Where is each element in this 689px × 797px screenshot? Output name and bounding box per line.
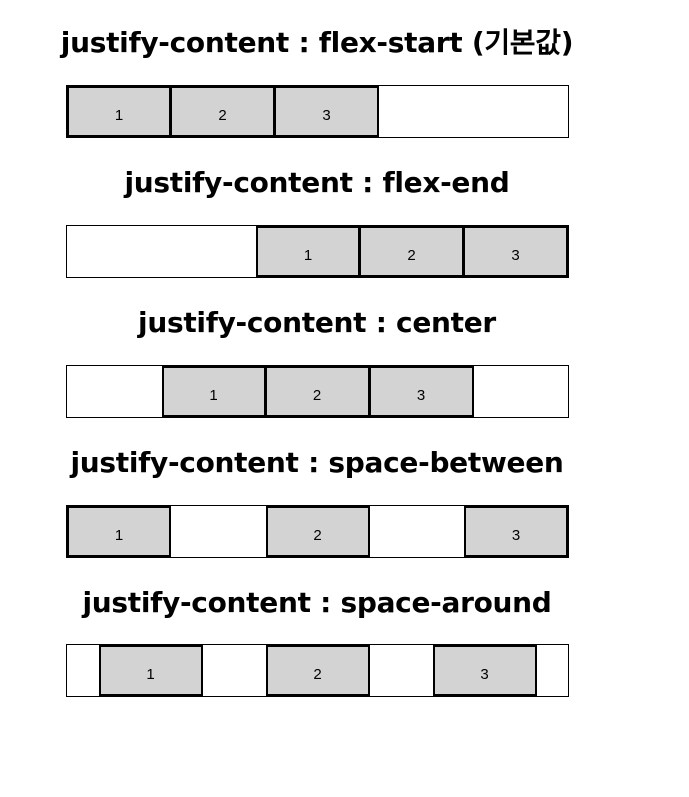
center-title: justify-content : center <box>138 306 496 339</box>
flex-item: 2 <box>265 645 370 696</box>
space-around-title: justify-content : space-around <box>82 586 552 619</box>
flex-item: 2 <box>171 86 275 137</box>
flex-start-title: justify-content : flex-start (기본값) <box>60 26 574 59</box>
space-between-title: justify-content : space-between <box>70 446 564 479</box>
flex-end-container: 1 2 3 <box>66 225 569 278</box>
flex-item: 2 <box>360 226 464 277</box>
flex-item: 1 <box>161 366 266 417</box>
flex-item: 3 <box>369 366 474 417</box>
flex-start-container: 1 2 3 <box>66 85 569 138</box>
flex-item: 3 <box>432 645 537 696</box>
flex-item: 1 <box>256 226 360 277</box>
space-between-container: 1 2 3 <box>66 505 569 558</box>
space-around-container: 1 2 3 <box>66 644 569 697</box>
flex-item: 2 <box>265 506 370 557</box>
flex-item: 1 <box>67 506 171 557</box>
flex-item: 1 <box>67 86 171 137</box>
flex-item: 3 <box>275 86 379 137</box>
center-container: 1 2 3 <box>66 365 569 418</box>
flex-item: 2 <box>265 366 370 417</box>
flex-item: 1 <box>98 645 203 696</box>
flex-end-title: justify-content : flex-end <box>124 166 510 199</box>
flex-item: 3 <box>464 226 568 277</box>
flex-item: 3 <box>464 506 568 557</box>
